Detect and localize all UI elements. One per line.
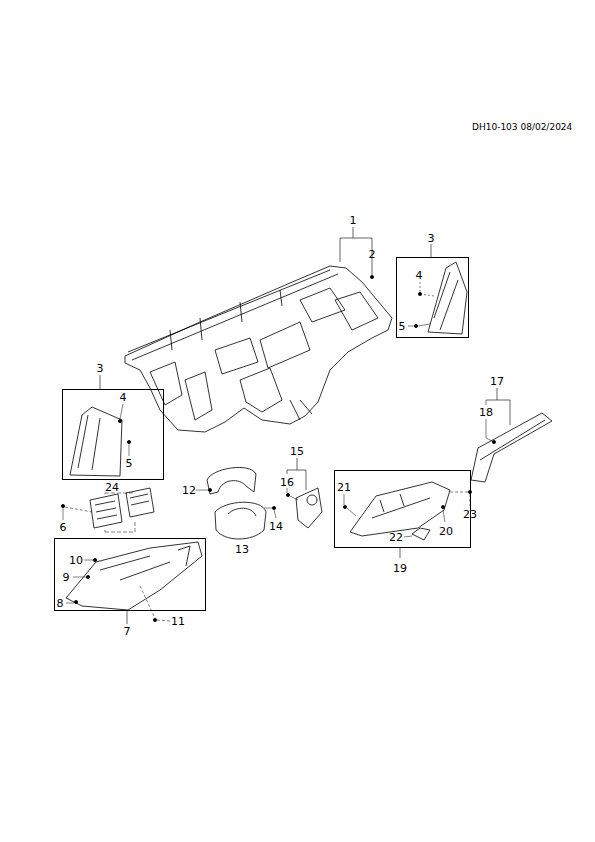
callout-number: 10	[69, 555, 83, 566]
callout-number: 15	[290, 446, 304, 457]
callout-number: 3	[97, 363, 104, 374]
callout-number: 8	[57, 598, 64, 609]
callout-number: 22	[389, 532, 403, 543]
callout-number: 20	[439, 526, 453, 537]
callout-number: 3	[428, 233, 435, 244]
callout-number: 24	[105, 482, 119, 493]
callout-number: 23	[463, 509, 477, 520]
callout-number: 18	[479, 407, 493, 418]
callout-number: 5	[399, 321, 406, 332]
callout-number: 4	[120, 392, 127, 403]
callout-number: 19	[393, 563, 407, 574]
group-box	[54, 538, 206, 611]
group-box	[396, 257, 469, 338]
callout-number: 5	[126, 458, 133, 469]
callout-number: 21	[337, 482, 351, 493]
callout-number: 1	[350, 215, 357, 226]
dashboard-carrier	[125, 266, 392, 432]
callout-number: 2	[369, 249, 376, 260]
callout-number: 14	[269, 521, 283, 532]
callout-number: 4	[416, 270, 423, 281]
callout-number: 16	[280, 477, 294, 488]
callout-number: 9	[63, 572, 70, 583]
callout-number: 6	[60, 522, 67, 533]
callout-number: 17	[490, 376, 504, 387]
callout-number: 12	[182, 485, 196, 496]
document-code: DH10-103 08/02/2024	[472, 123, 572, 132]
callout-number: 7	[124, 626, 131, 637]
callout-number: 13	[235, 544, 249, 555]
callout-number: 11	[171, 616, 185, 627]
group-box	[62, 389, 164, 480]
